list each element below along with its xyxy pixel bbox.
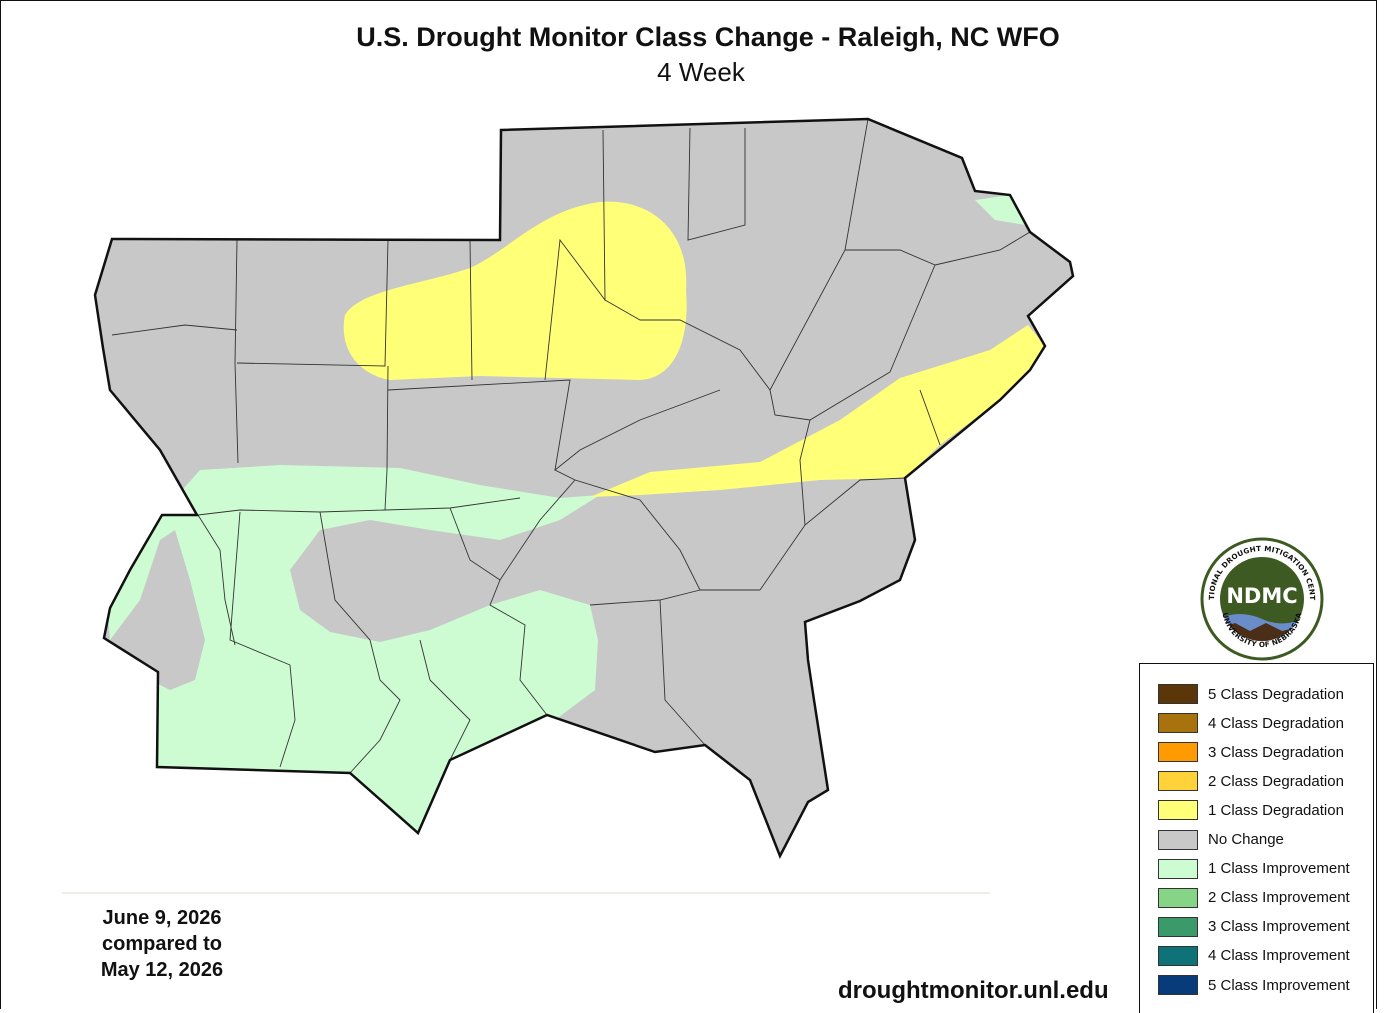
logo-center-text: NDMC [1226, 584, 1297, 608]
legend-item: 5 Class Improvement [1158, 974, 1350, 996]
date-block: June 9, 2026 compared to May 12, 2026 [62, 905, 262, 983]
region-improvement-ne [975, 195, 1025, 225]
legend-label: 3 Class Improvement [1208, 918, 1350, 936]
legend-label: 5 Class Improvement [1208, 976, 1350, 994]
legend-label: No Change [1208, 831, 1284, 848]
legend-label: 2 Class Improvement [1208, 889, 1350, 907]
legend-swatch [1158, 858, 1198, 879]
legend-item: 5 Class Degradation [1158, 683, 1344, 705]
county-lines [111, 118, 1031, 774]
ndmc-logo: NDMC NATIONAL DROUGHT MITIGATION CENTER … [1200, 537, 1324, 661]
region-improvement-1 [100, 465, 600, 840]
date-compared-to: compared to [101, 933, 223, 955]
legend-item: 4 Class Improvement [1158, 945, 1350, 967]
map-title: U.S. Drought Monitor Class Change - Rale… [356, 22, 1060, 52]
legend-label: 4 Class Improvement [1208, 947, 1350, 965]
legend-label: 2 Class Degradation [1208, 772, 1344, 790]
legend-swatch [1158, 945, 1198, 966]
legend-swatch [1158, 916, 1198, 937]
date-current: June 9, 2026 [102, 907, 222, 929]
legend-label: 3 Class Degradation [1208, 743, 1344, 761]
legend-swatch [1158, 800, 1198, 821]
legend-label: 5 Class Degradation [1208, 685, 1344, 703]
legend-swatch [1158, 829, 1198, 850]
legend: 5 Class Degradation 4 Class Degradation 3 … [1139, 663, 1374, 1013]
legend-label: 1 Class Improvement [1208, 860, 1350, 878]
legend-item: 2 Class Degradation [1158, 770, 1344, 792]
date-previous: May 12, 2026 [100, 959, 224, 981]
legend-swatch [1158, 887, 1198, 908]
legend-item: 3 Class Degradation [1158, 741, 1344, 763]
legend-swatch [1158, 975, 1198, 995]
region-degradation-east [590, 325, 1045, 497]
legend-item: 4 Class Degradation [1158, 712, 1344, 734]
legend-item: 1 Class Degradation [1158, 799, 1344, 821]
legend-item: 1 Class Improvement [1158, 858, 1350, 880]
legend-label: 4 Class Degradation [1208, 714, 1344, 732]
map-subtitle: 4 Week [657, 57, 745, 87]
legend-item: No Change [1158, 829, 1284, 851]
source-url: droughtmonitor.unl.edu [838, 977, 1109, 1004]
legend-item: 3 Class Improvement [1158, 916, 1350, 938]
legend-swatch [1158, 771, 1198, 792]
legend-label: 1 Class Degradation [1208, 801, 1344, 819]
region-degradation-north [343, 201, 687, 380]
legend-swatch [1158, 713, 1198, 734]
legend-swatch [1158, 684, 1198, 704]
legend-swatch [1158, 742, 1198, 763]
legend-item: 2 Class Improvement [1158, 887, 1350, 909]
